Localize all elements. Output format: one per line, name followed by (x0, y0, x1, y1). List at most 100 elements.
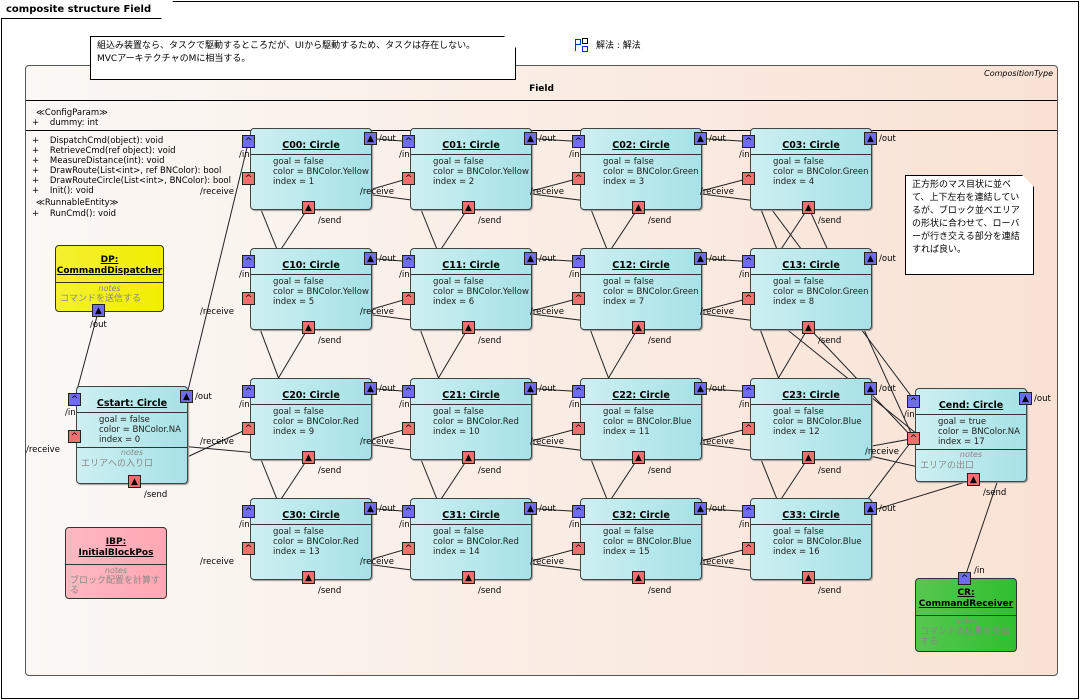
connector[interactable] (700, 388, 749, 392)
C01-receive-port[interactable]: ^ (402, 172, 415, 185)
C22-receive-port[interactable]: ^ (572, 422, 585, 435)
C11-out-port[interactable]: ▲ (524, 252, 537, 265)
C21-out-port[interactable]: ▲ (524, 382, 537, 395)
C03-send-port[interactable]: ▲ (802, 201, 815, 214)
C30-out-port[interactable]: ▲ (364, 502, 377, 515)
C23-send-port[interactable]: ▲ (802, 451, 815, 464)
C11-send-port[interactable]: ▲ (462, 321, 475, 334)
C21-receive-port[interactable]: ^ (402, 422, 415, 435)
C31-out-port[interactable]: ▲ (524, 502, 537, 515)
C03-receive-port[interactable]: ^ (742, 172, 755, 185)
C01-out-port[interactable]: ▲ (524, 132, 537, 145)
Cstart-out-port[interactable]: ▲ (180, 390, 193, 403)
C20-receive-port[interactable]: ^ (242, 422, 255, 435)
C23-out-port[interactable]: ▲ (864, 382, 877, 395)
C13-send-port[interactable]: ▲ (802, 321, 815, 334)
C00-in-port[interactable]: ^ (242, 135, 255, 148)
C31-in-port[interactable]: ^ (402, 505, 415, 518)
Cend-receive-port[interactable]: ^ (907, 432, 920, 445)
C00-send-port[interactable]: ▲ (302, 201, 315, 214)
C33-in-port[interactable]: ^ (742, 505, 755, 518)
dp-out-port[interactable]: ▲ (92, 304, 105, 317)
C03-out-port[interactable]: ▲ (864, 132, 877, 145)
C02-send-port[interactable]: ▲ (632, 201, 645, 214)
C02-out-port[interactable]: ▲ (694, 132, 707, 145)
C21-send-port[interactable]: ▲ (462, 451, 475, 464)
C22-send-port[interactable]: ▲ (632, 451, 645, 464)
connector[interactable] (530, 138, 579, 142)
C20-in-port[interactable]: ^ (242, 385, 255, 398)
C13-in-port[interactable]: ^ (742, 255, 755, 268)
field-part[interactable]: CompositionType Field ≪ConfigParam≫ + du… (25, 65, 1058, 676)
C01-send-port[interactable]: ▲ (462, 201, 475, 214)
C02-receive-port[interactable]: ^ (572, 172, 585, 185)
C11-in-port[interactable]: ^ (402, 255, 415, 268)
cr-in-port[interactable]: ^ (958, 572, 971, 585)
C10-out-port[interactable]: ▲ (364, 252, 377, 265)
Cend-out-port[interactable]: ▲ (1019, 392, 1032, 405)
C32-out-port[interactable]: ▲ (694, 502, 707, 515)
C23-in-port[interactable]: ^ (742, 385, 755, 398)
C30-in-port[interactable]: ^ (242, 505, 255, 518)
C10-send-port[interactable]: ▲ (302, 321, 315, 334)
C12-out-port[interactable]: ▲ (694, 252, 707, 265)
Cstart-send-port[interactable]: ▲ (128, 475, 141, 488)
C32-send-port[interactable]: ▲ (632, 571, 645, 584)
C03-in-port[interactable]: ^ (742, 135, 755, 148)
C10-receive-port[interactable]: ^ (242, 292, 255, 305)
Cstart-in-port[interactable]: ^ (68, 393, 81, 406)
C33-send-port[interactable]: ▲ (802, 571, 815, 584)
C23-receive-port[interactable]: ^ (742, 422, 755, 435)
C33-receive-port[interactable]: ^ (742, 542, 755, 555)
C13-out-port[interactable]: ▲ (864, 252, 877, 265)
C01-in-port[interactable]: ^ (402, 135, 415, 148)
C21-in-port[interactable]: ^ (402, 385, 415, 398)
C02-in-port[interactable]: ^ (572, 135, 585, 148)
C12-receive-port[interactable]: ^ (572, 292, 585, 305)
connector[interactable] (700, 508, 749, 512)
Cend-in-port[interactable]: ^ (907, 395, 920, 408)
C33-out-port[interactable]: ▲ (864, 502, 877, 515)
C31-send-port[interactable]: ▲ (462, 571, 475, 584)
C30-send-port[interactable]: ▲ (302, 571, 315, 584)
Cend-send-port[interactable]: ▲ (967, 473, 980, 486)
C22-in-port[interactable]: ^ (572, 385, 585, 398)
C13-receive-port[interactable]: ^ (742, 292, 755, 305)
C20-send-port[interactable]: ▲ (302, 451, 315, 464)
connector[interactable] (700, 138, 749, 142)
connector[interactable] (74, 310, 99, 400)
C22-out-port[interactable]: ▲ (694, 382, 707, 395)
C10-in-port[interactable]: ^ (242, 255, 255, 268)
connector[interactable] (530, 508, 579, 512)
C12-in-port[interactable]: ^ (572, 255, 585, 268)
C30-receive-port[interactable]: ^ (242, 542, 255, 555)
C00-receive-port[interactable]: ^ (242, 172, 255, 185)
C12-send-port[interactable]: ▲ (632, 321, 645, 334)
connector[interactable] (530, 258, 579, 262)
C32-in-port[interactable]: ^ (572, 505, 585, 518)
connector[interactable] (700, 258, 749, 262)
C11-receive-port[interactable]: ^ (402, 292, 415, 305)
connector[interactable] (530, 388, 579, 392)
C32-receive-port[interactable]: ^ (572, 542, 585, 555)
C31-receive-port[interactable]: ^ (402, 542, 415, 555)
connector[interactable] (186, 141, 249, 397)
